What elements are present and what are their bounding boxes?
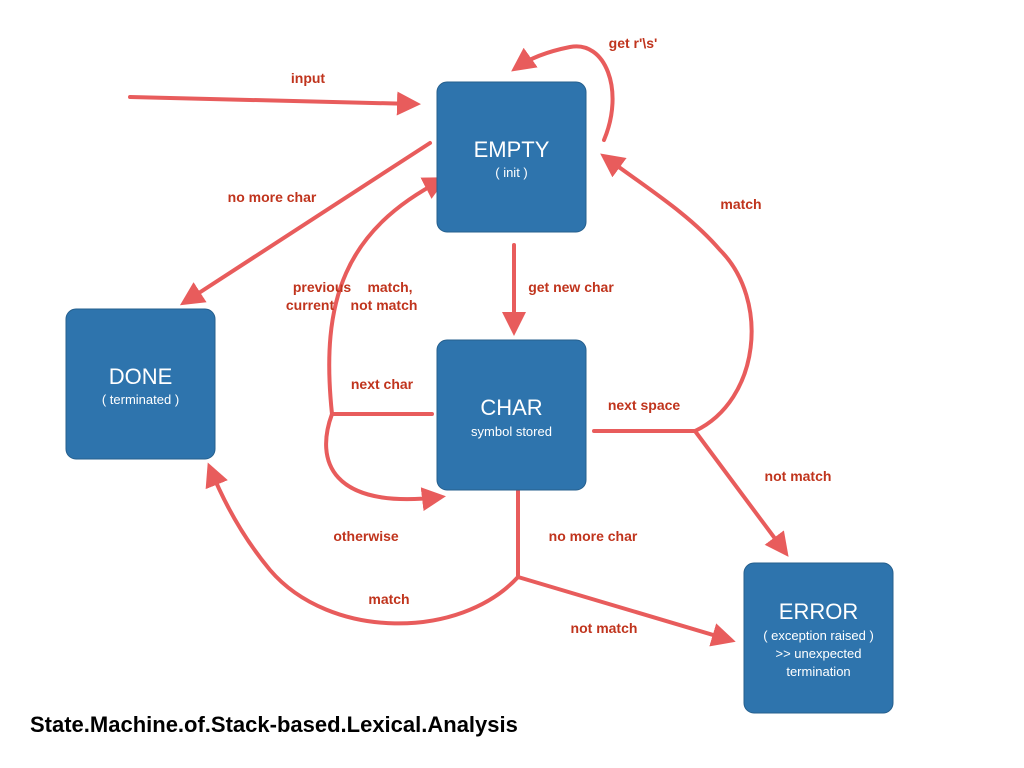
label-previous: previous [293,279,352,295]
label-match-to-done: match [368,591,409,607]
label-get-rs: get r'\s' [609,35,658,51]
state-char-sub: symbol stored [471,424,552,439]
arrow-split-to-done [205,462,520,626]
arrow-split-to-error [516,575,736,647]
state-empty-sub: ( init ) [495,165,528,180]
state-char-name: CHAR [480,395,542,420]
state-done-sub: ( terminated ) [102,392,179,407]
arrow-empty-to-done [179,141,432,306]
label-get-new-char: get new char [528,279,614,295]
arrow-char-self-loop [324,412,446,512]
state-done-name: DONE [109,364,173,389]
label-match-comma: match, [367,279,412,295]
label-not-match-prev: not match [351,297,418,313]
label-current: current [286,297,335,313]
label-no-more-char-char: no more char [549,528,638,544]
state-empty-name: EMPTY [474,137,550,162]
label-no-more-char-empty: no more char [228,189,317,205]
arrow-input [128,91,421,116]
label-input: input [291,70,326,86]
arrow-space-to-error [693,429,789,557]
arrow-space-to-empty [600,153,754,433]
state-error-sub-3: termination [786,664,850,679]
state-error-name: ERROR [779,599,858,624]
label-next-space: next space [608,397,681,413]
state-error-sub-1: ( exception raised ) [763,628,874,643]
arrow-self-loop-empty [511,44,615,142]
label-otherwise: otherwise [333,528,399,544]
label-match-to-empty: match [720,196,761,212]
label-not-match-space: not match [765,468,832,484]
state-error-sub-2: >> unexpected [775,646,861,661]
state-done: DONE ( terminated ) [65,308,216,460]
state-error: ERROR ( exception raised ) >> unexpected… [743,562,894,714]
label-not-match-to-error: not match [571,620,638,636]
diagram-caption: State.Machine.of.Stack-based.Lexical.Ana… [30,712,518,737]
state-char: CHAR symbol stored [436,339,587,491]
label-next-char: next char [351,376,414,392]
arrow-char-to-empty [327,177,448,416]
state-empty: EMPTY ( init ) [436,81,587,233]
